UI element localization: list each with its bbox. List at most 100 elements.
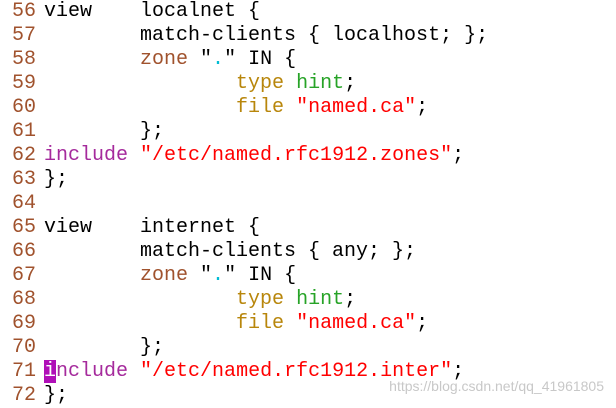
code-token: match-clients { any; };	[44, 240, 417, 263]
code-token: view internet {	[44, 216, 261, 239]
line-number: 62	[11, 144, 36, 167]
code-text: match-clients { localhost; };	[44, 24, 488, 47]
code-text: type hint;	[44, 72, 356, 95]
code-token: };	[44, 384, 69, 407]
code-line[interactable]: 68 type hint;	[0, 288, 616, 312]
code-token	[44, 72, 236, 95]
code-token: "named.ca"	[296, 96, 417, 119]
line-number: 61	[11, 120, 36, 143]
line-number: 68	[11, 288, 36, 311]
code-line[interactable]: 59 type hint;	[0, 72, 616, 96]
code-token: type	[236, 288, 285, 311]
code-token	[128, 144, 140, 167]
code-token	[44, 312, 236, 335]
code-token: .	[212, 264, 225, 287]
line-number: 71	[11, 360, 36, 383]
code-token: };	[44, 336, 165, 359]
code-token: file	[236, 312, 285, 335]
code-token: };	[44, 120, 165, 143]
code-token	[284, 96, 296, 119]
code-text: };	[44, 336, 164, 359]
code-line[interactable]: 56 view localnet {	[0, 0, 616, 24]
line-number: 66	[11, 240, 36, 263]
code-token	[44, 288, 236, 311]
code-token: include	[44, 144, 129, 167]
code-token: file	[236, 96, 285, 119]
code-line[interactable]: 57 match-clients { localhost; };	[0, 24, 616, 48]
code-token	[284, 288, 296, 311]
code-token: };	[44, 168, 69, 191]
code-token	[44, 264, 140, 287]
code-text: match-clients { any; };	[44, 240, 416, 263]
line-number: 63	[11, 168, 36, 191]
line-number: 59	[11, 72, 36, 95]
code-token: hint	[296, 72, 345, 95]
code-line[interactable]: 60 file "named.ca";	[0, 96, 616, 120]
code-line[interactable]: 64	[0, 192, 616, 216]
line-number: 65	[11, 216, 36, 239]
line-number: 58	[11, 48, 36, 71]
code-token: nclude	[56, 360, 129, 383]
code-line[interactable]: 72};	[0, 384, 616, 408]
code-token: "	[188, 48, 213, 71]
code-text: view internet {	[44, 216, 260, 239]
code-token: ;	[452, 144, 465, 167]
watermark-text: https://blog.csdn.net/qq_41961805	[389, 378, 604, 394]
code-text: type hint;	[44, 288, 356, 311]
code-token: " IN {	[224, 48, 297, 71]
code-token	[284, 72, 296, 95]
code-token	[44, 48, 140, 71]
code-token	[284, 312, 296, 335]
code-token: "named.ca"	[296, 312, 417, 335]
line-number: 69	[11, 312, 36, 335]
code-token	[44, 96, 236, 119]
line-number: 67	[11, 264, 36, 287]
line-number: 72	[11, 384, 36, 407]
code-token: ;	[452, 360, 465, 383]
code-line[interactable]: 65 view internet {	[0, 216, 616, 240]
code-line[interactable]: 70 };	[0, 336, 616, 360]
code-text: };	[44, 384, 68, 407]
code-token: "/etc/named.rfc1912.zones"	[140, 144, 453, 167]
code-line[interactable]: 63};	[0, 168, 616, 192]
code-text: };	[44, 120, 164, 143]
line-number: 64	[11, 192, 36, 215]
code-line[interactable]: 58 zone "." IN {	[0, 48, 616, 72]
code-text: file "named.ca";	[44, 312, 428, 335]
text-cursor: i	[44, 360, 57, 383]
code-line[interactable]: 71 include "/etc/named.rfc1912.inter";	[0, 360, 616, 384]
line-number: 70	[11, 336, 36, 359]
code-token: ;	[416, 312, 429, 335]
code-token: zone	[140, 264, 189, 287]
code-text: zone "." IN {	[44, 264, 296, 287]
code-token	[128, 360, 140, 383]
code-token: view localnet {	[44, 0, 261, 23]
code-text: include "/etc/named.rfc1912.inter";	[44, 360, 464, 383]
code-text: zone "." IN {	[44, 48, 296, 71]
line-number: 60	[11, 96, 36, 119]
code-token: "/etc/named.rfc1912.inter"	[140, 360, 453, 383]
code-line[interactable]: 69 file "named.ca";	[0, 312, 616, 336]
code-token: .	[212, 48, 225, 71]
code-token: " IN {	[224, 264, 297, 287]
code-line[interactable]: 61 };	[0, 120, 616, 144]
code-line[interactable]: 67 zone "." IN {	[0, 264, 616, 288]
code-line[interactable]: 66 match-clients { any; };	[0, 240, 616, 264]
line-number: 57	[11, 24, 36, 47]
code-token: ;	[344, 72, 357, 95]
code-text: include "/etc/named.rfc1912.zones";	[44, 144, 464, 167]
line-number: 56	[11, 0, 36, 23]
code-token: match-clients { localhost; };	[44, 24, 489, 47]
code-token: type	[236, 72, 285, 95]
code-token: ;	[416, 96, 429, 119]
code-token: ;	[344, 288, 357, 311]
code-token: hint	[296, 288, 345, 311]
code-text: };	[44, 168, 68, 191]
code-line[interactable]: 62 include "/etc/named.rfc1912.zones";	[0, 144, 616, 168]
code-token: "	[188, 264, 213, 287]
code-token: zone	[140, 48, 189, 71]
code-text: view localnet {	[44, 0, 260, 23]
code-text: file "named.ca";	[44, 96, 428, 119]
